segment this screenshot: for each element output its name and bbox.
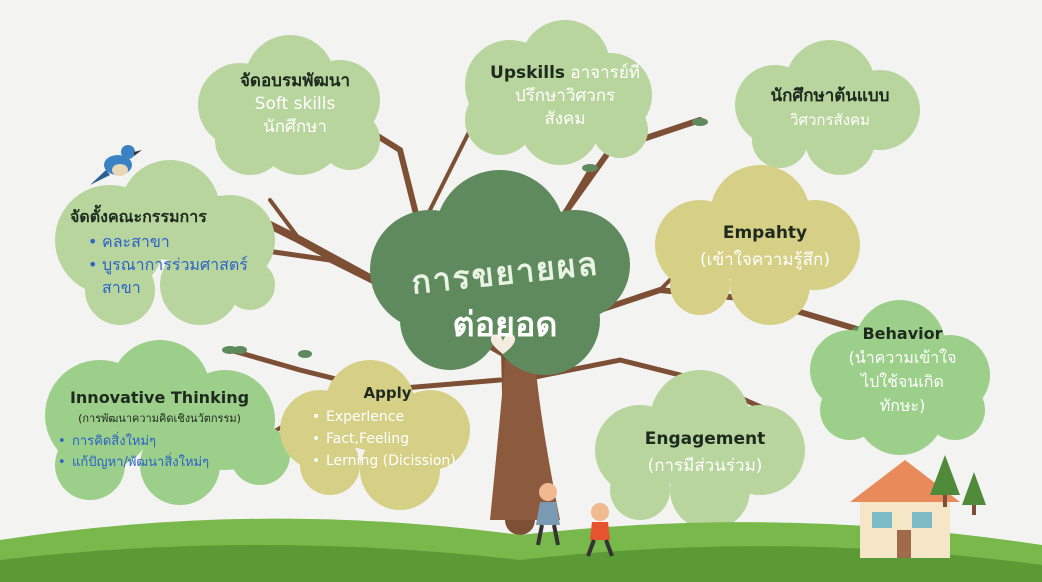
center-line1: การขยายผล: [409, 244, 601, 302]
behavior-text: Behavior (นำความเข้าใจ ไปใช้จนเกิด ทักษะ…: [815, 322, 990, 418]
upskills-line3: สังคม: [544, 109, 586, 129]
committee-bullet-tail: สาขา: [102, 278, 141, 297]
innovative-bullets: การคิดสิ่งใหม่ๆ แก้ปัญหา/พัฒนาสิ่งใหม่ๆ: [58, 431, 277, 473]
behavior-line3: ไปใช้จนเกิด: [861, 372, 944, 391]
tree-trunk: [490, 360, 560, 520]
committee-bullet: บูรณาการร่วมศาสตร์: [88, 253, 280, 276]
empathy-subtitle: (เข้าใจความรู้สึก): [700, 250, 830, 270]
behavior-line4: ทักษะ): [879, 396, 926, 415]
apply-text: Apply Experlence Fact,Feeling Lerning (D…: [300, 382, 475, 472]
cloud-center: [370, 170, 630, 375]
child-icon: [586, 503, 614, 557]
committee-bullets: คละสาขา บูรณาการร่วมศาสตร์: [88, 230, 280, 276]
upskills-title: Upskills: [490, 63, 566, 83]
tree-icon: [930, 455, 986, 515]
apply-bullets: Experlence Fact,Feeling Lerning (Dicissi…: [312, 406, 475, 472]
upskills-line2: ปรึกษาวิศวกร: [514, 86, 616, 106]
innovative-text: Innovative Thinking (การพัฒนาความคิดเชิง…: [42, 387, 277, 473]
bird-icon: [90, 145, 142, 185]
apply-bullet: Lerning (Dicission): [312, 450, 475, 472]
training-line3: นักศึกษา: [263, 117, 327, 137]
behavior-title: Behavior: [862, 324, 943, 343]
role-model-title: นักศึกษาต้นแบบ: [770, 86, 890, 106]
behavior-line2: (นำความเข้าใจ: [848, 348, 957, 367]
apply-bullet: Experlence: [312, 406, 475, 428]
role-model-text: นักศึกษาต้นแบบ วิศวกรสังคม: [735, 84, 925, 132]
empathy-text: Empahty (เข้าใจความรู้สึก): [660, 220, 870, 274]
innovative-bullet: แก้ปัญหา/พัฒนาสิ่งใหม่ๆ: [58, 452, 277, 473]
cloud-behavior: [810, 300, 990, 455]
training-title: จัดอบรมพัฒนา: [239, 71, 351, 91]
committee-title: จัดตั้งคณะกรรมการ: [70, 207, 207, 226]
upskills-text: Upskills อาจารย์ที่ ปรึกษาวิศวกร สังคม: [470, 62, 660, 131]
innovative-title: Innovative Thinking: [69, 388, 250, 407]
engagement-text: Engagement (การมีส่วนร่วม): [600, 426, 810, 480]
engagement-title: Engagement: [644, 429, 766, 449]
role-model-subtitle: วิศวกรสังคม: [790, 111, 870, 129]
cloud-empathy: [655, 165, 860, 325]
committee-bullet: คละสาขา: [88, 230, 280, 253]
innovative-subtitle: (การพัฒนาความคิดเชิงนวัตกรรม): [78, 412, 241, 425]
innovative-bullet: การคิดสิ่งใหม่ๆ: [58, 431, 277, 452]
cloud-engagement: [595, 370, 805, 530]
upskills-rest: อาจารย์ที่: [570, 63, 640, 83]
cloud-training: [198, 35, 380, 175]
training-line2: Soft skills: [254, 94, 336, 114]
child-icon: [536, 483, 560, 546]
ground-hill-front: [0, 545, 1042, 582]
apply-bullet: Fact,Feeling: [312, 428, 475, 450]
committee-text: จัดตั้งคณะกรรมการ คละสาขา บูรณาการร่วมศา…: [70, 205, 280, 299]
heart-icon: [490, 334, 516, 354]
cloud-role-model: [735, 40, 920, 175]
engagement-subtitle: (การมีส่วนร่วม): [647, 456, 763, 476]
center-line2: ต่อยอด: [452, 305, 558, 345]
training-text: จัดอบรมพัฒนา Soft skills นักศึกษา: [215, 70, 375, 139]
empathy-title: Empahty: [722, 223, 808, 243]
cloud-upskills: [465, 20, 652, 165]
center-title: การขยายผล ต่อยอด: [360, 244, 650, 351]
apply-title: Apply: [363, 384, 412, 402]
